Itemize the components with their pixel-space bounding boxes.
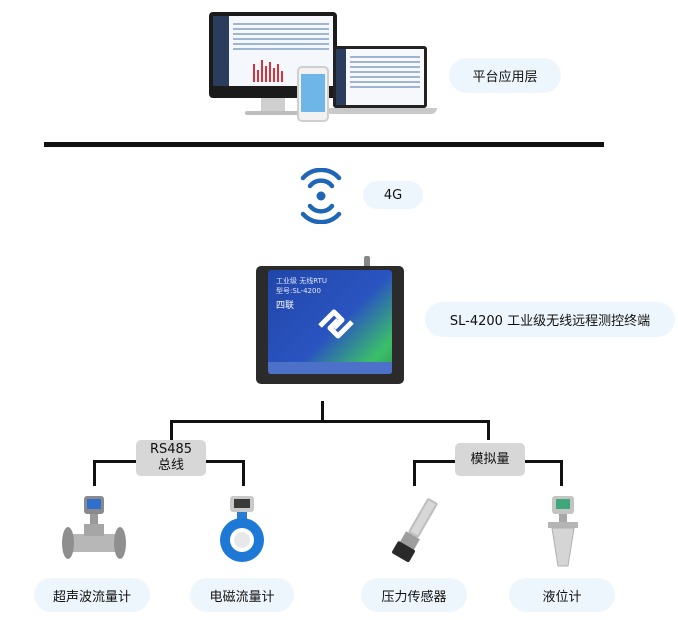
monitor-icon	[209, 12, 337, 98]
sensor-electromagnetic-text: 电磁流量计	[209, 589, 275, 605]
rtu-device: 工业级 无线RTU 型号:SL-4200 四联	[256, 256, 404, 384]
layer-divider	[44, 142, 604, 147]
brand-logo-icon	[312, 300, 360, 348]
platform-devices-illustration	[205, 10, 445, 122]
wireless-signal-icon	[296, 168, 346, 224]
connector-left-drop	[170, 420, 173, 440]
connector-right-drop	[487, 420, 490, 440]
panel-model: 型号:SL-4200	[276, 287, 321, 295]
platform-layer-label: 平台应用层	[449, 58, 561, 93]
panel-brand: 四联	[276, 301, 295, 311]
connector-rs485-left	[93, 460, 136, 463]
pressure-sensor-image	[388, 494, 444, 566]
sensor-ultrasonic-label: 超声波流量计	[34, 578, 150, 612]
device-label-text: SL-4200 工业级无线远程测控终端	[449, 314, 651, 329]
platform-layer-text: 平台应用层	[472, 70, 538, 85]
rs485-line1: RS485	[149, 442, 193, 457]
analog-box: 模拟量	[455, 443, 525, 476]
rs485-bus-box: RS485 总线	[136, 440, 206, 476]
laptop-icon	[333, 46, 427, 108]
connector-device-down	[321, 401, 324, 422]
antenna-icon	[364, 256, 370, 270]
sensor-pressure-text: 压力传感器	[381, 589, 447, 605]
connector-analog-right	[525, 460, 563, 463]
panel-title: 工业级 无线RTU	[276, 277, 327, 285]
rs485-line2: 总线	[157, 458, 184, 473]
connector-analog-left-drop	[413, 460, 416, 486]
connector-main-horizontal	[170, 420, 490, 423]
sensor-level-label: 液位计	[509, 578, 615, 612]
network-4g-label: 4G	[363, 181, 423, 209]
connector-rs485-right-drop	[242, 460, 245, 486]
connector-analog-right-drop	[560, 460, 563, 486]
network-4g-text: 4G	[383, 187, 403, 203]
ultrasonic-flowmeter-image	[62, 494, 126, 564]
analog-text: 模拟量	[470, 451, 510, 467]
sensor-ultrasonic-text: 超声波流量计	[52, 589, 131, 605]
electromagnetic-flowmeter-image	[210, 494, 274, 564]
device-label: SL-4200 工业级无线远程测控终端	[425, 302, 675, 337]
sensor-pressure-label: 压力传感器	[361, 578, 467, 612]
sensor-level-text: 液位计	[542, 589, 582, 605]
level-meter-image	[538, 494, 588, 568]
connector-analog-left	[413, 460, 455, 463]
phone-icon	[297, 66, 329, 122]
sensor-electromagnetic-label: 电磁流量计	[190, 578, 294, 612]
connector-rs485-left-drop	[93, 460, 96, 486]
connector-rs485-right	[206, 460, 245, 463]
